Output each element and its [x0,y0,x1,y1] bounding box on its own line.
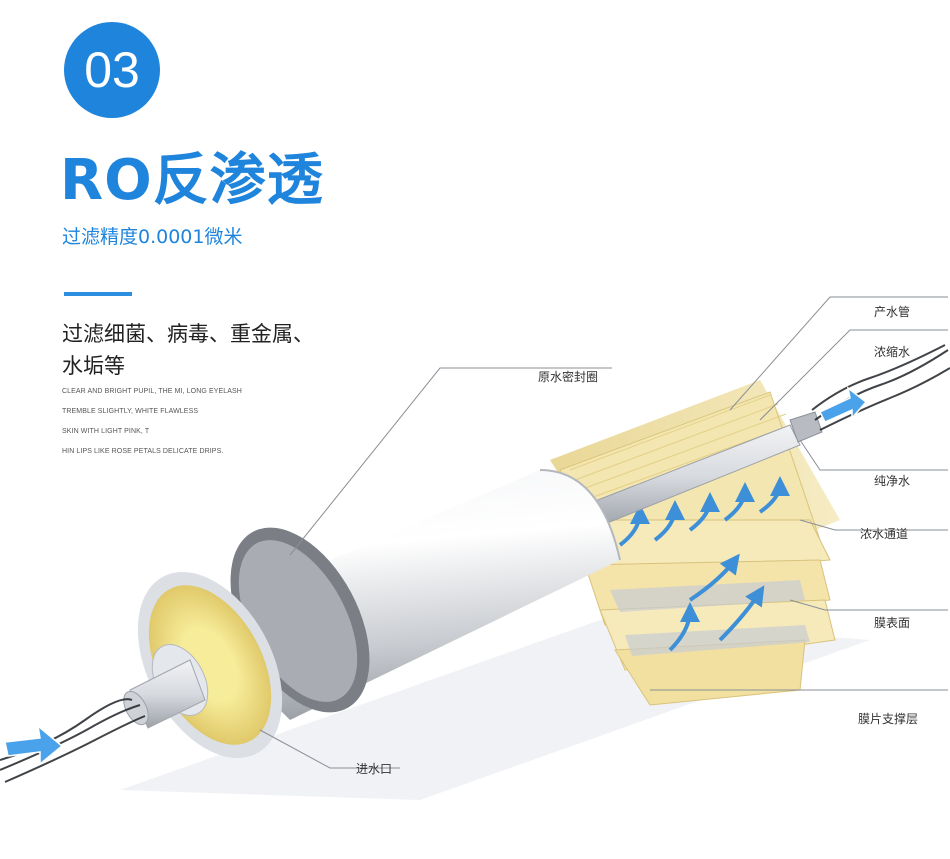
english-caption-line: SKIN WITH LIGHT PINK, T [62,428,150,435]
label-concentrate-water: 浓缩水 [874,345,911,359]
flow-arrows [618,476,790,652]
label-membrane-support: 膜片支撑层 [858,712,919,726]
english-caption-line: TREMBLE SLIGHTLY, WHITE FLAWLESS [62,408,199,415]
page-subtitle: 过滤精度0.0001微米 [62,226,243,248]
label-raw-water-seal: 原水密封圈 [538,370,599,384]
step-number-badge: 03 [64,22,160,118]
leader-lines [259,296,948,769]
feature-headline-line: 水垢等 [62,354,125,378]
divider [64,292,132,296]
english-caption-line: HIN LIPS LIKE ROSE PETALS DELICATE DRIPS… [62,448,224,455]
feature-headline: 过滤细菌、病毒、重金属、 水垢等 [62,318,314,382]
label-membrane-surface: 膜表面 [874,616,911,630]
product-pipe-end [789,411,823,443]
feature-headline-line: 过滤细菌、病毒、重金属、 [62,322,314,346]
label-pure-water: 纯净水 [874,474,911,488]
page-title: RO反渗透 [60,148,324,213]
label-product-pipe: 产水管 [874,305,911,319]
label-water-inlet: 进水口 [356,762,393,776]
label-concentrate-channel: 浓水通道 [860,527,909,541]
outlet-arrow [818,386,868,423]
inlet-arrow [4,724,64,766]
english-caption-line: CLEAR AND BRIGHT PUPIL, THE MI, LONG EYE… [62,388,242,395]
step-number: 03 [84,42,140,98]
